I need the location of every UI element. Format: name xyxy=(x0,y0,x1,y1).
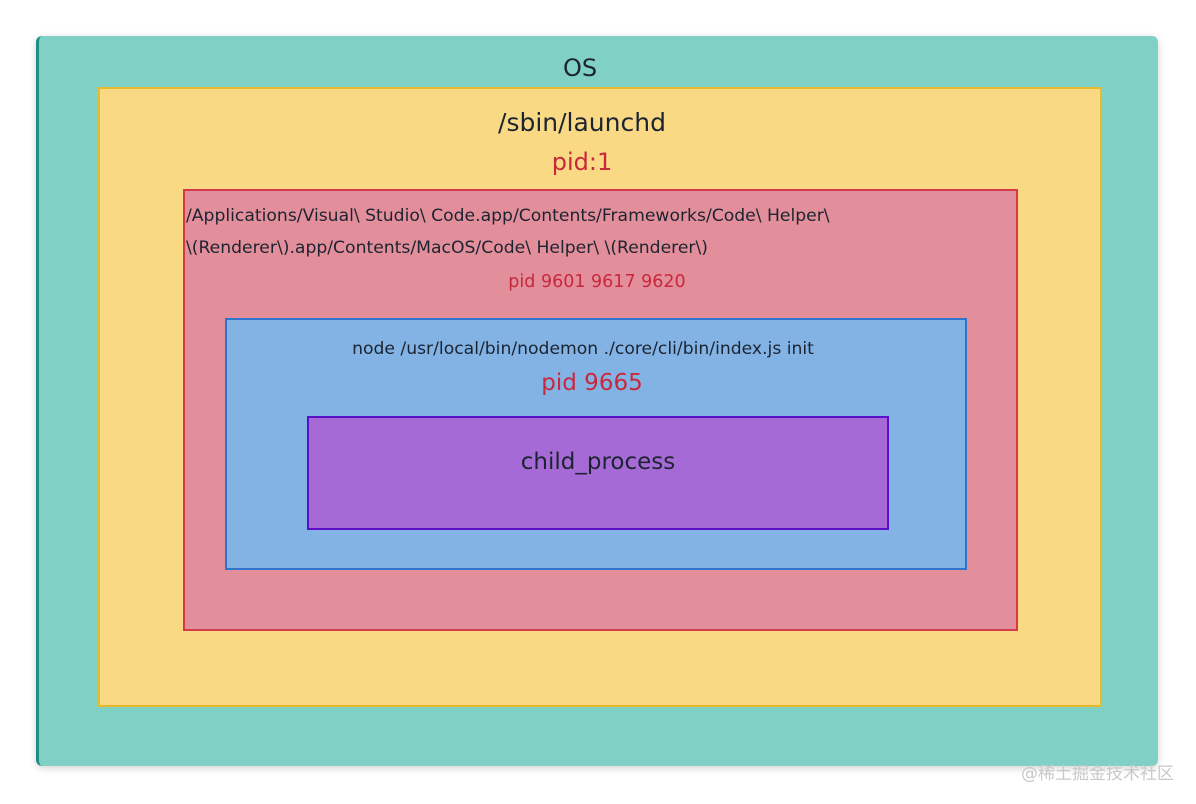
child-process-label: child_process xyxy=(520,449,676,475)
node-command-label: node /usr/local/bin/nodemon ./core/cli/b… xyxy=(352,339,814,359)
renderer-pid-label: pid 9601 9617 9620 xyxy=(508,272,686,292)
launchd-path-label: /sbin/launchd xyxy=(498,108,666,137)
node-pid-label: pid 9665 xyxy=(541,370,643,396)
renderer-path-line-1: /Applications/Visual\ Studio\ Code.app/C… xyxy=(186,206,830,226)
watermark-text: @稀土掘金技术社区 xyxy=(1021,764,1174,784)
launchd-pid-label: pid:1 xyxy=(551,148,613,176)
os-label: OS xyxy=(562,54,598,82)
child-process-layer xyxy=(307,416,889,530)
renderer-path-line-2: \(Renderer\).app/Contents/MacOS/Code\ He… xyxy=(186,238,708,258)
